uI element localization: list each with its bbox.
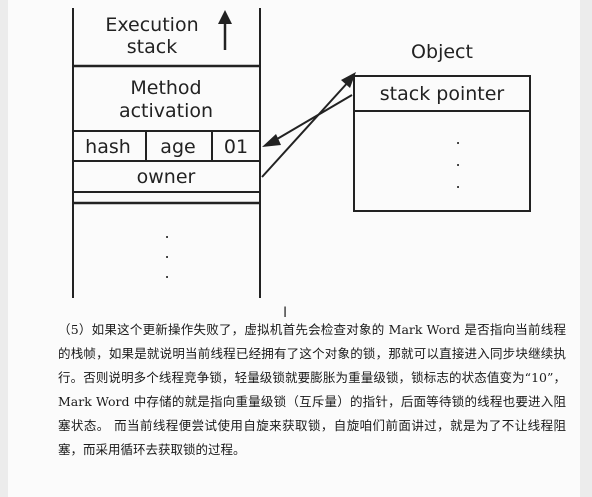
stack-ellipsis: . — [164, 223, 169, 242]
object-ellipsis: . — [455, 151, 460, 170]
owner-label: owner — [137, 166, 196, 188]
method-activation-label: Method — [130, 77, 201, 99]
mark-word-diagram: Execution stack Method activation hash a… — [72, 8, 531, 298]
method-activation-label: activation — [119, 100, 213, 122]
field-age: age — [160, 136, 195, 158]
stack-pointer-to-lock-arrow — [262, 94, 353, 147]
owner-to-object-arrow — [261, 72, 356, 178]
object-box — [353, 75, 531, 212]
document-page: Execution stack Method activation hash a… — [8, 0, 580, 497]
object-title: Object — [411, 41, 473, 63]
object-ellipsis: . — [455, 173, 460, 192]
body-paragraph: （5）如果这个更新操作失败了，虚拟机首先会检查对象的 Mark Word 是否指… — [58, 322, 566, 457]
stack-ellipsis: . — [164, 263, 169, 282]
text-cursor-icon: I — [283, 305, 288, 321]
object-ellipsis: . — [455, 129, 460, 148]
stack-pointer-label: stack pointer — [380, 83, 505, 105]
stack-ellipsis: . — [164, 243, 169, 262]
execution-stack-label: stack — [127, 36, 177, 58]
field-hash: hash — [85, 136, 131, 158]
up-arrow-icon — [218, 10, 232, 50]
execution-stack-label: Execution — [105, 14, 198, 36]
field-lock-bits: 01 — [224, 136, 248, 158]
